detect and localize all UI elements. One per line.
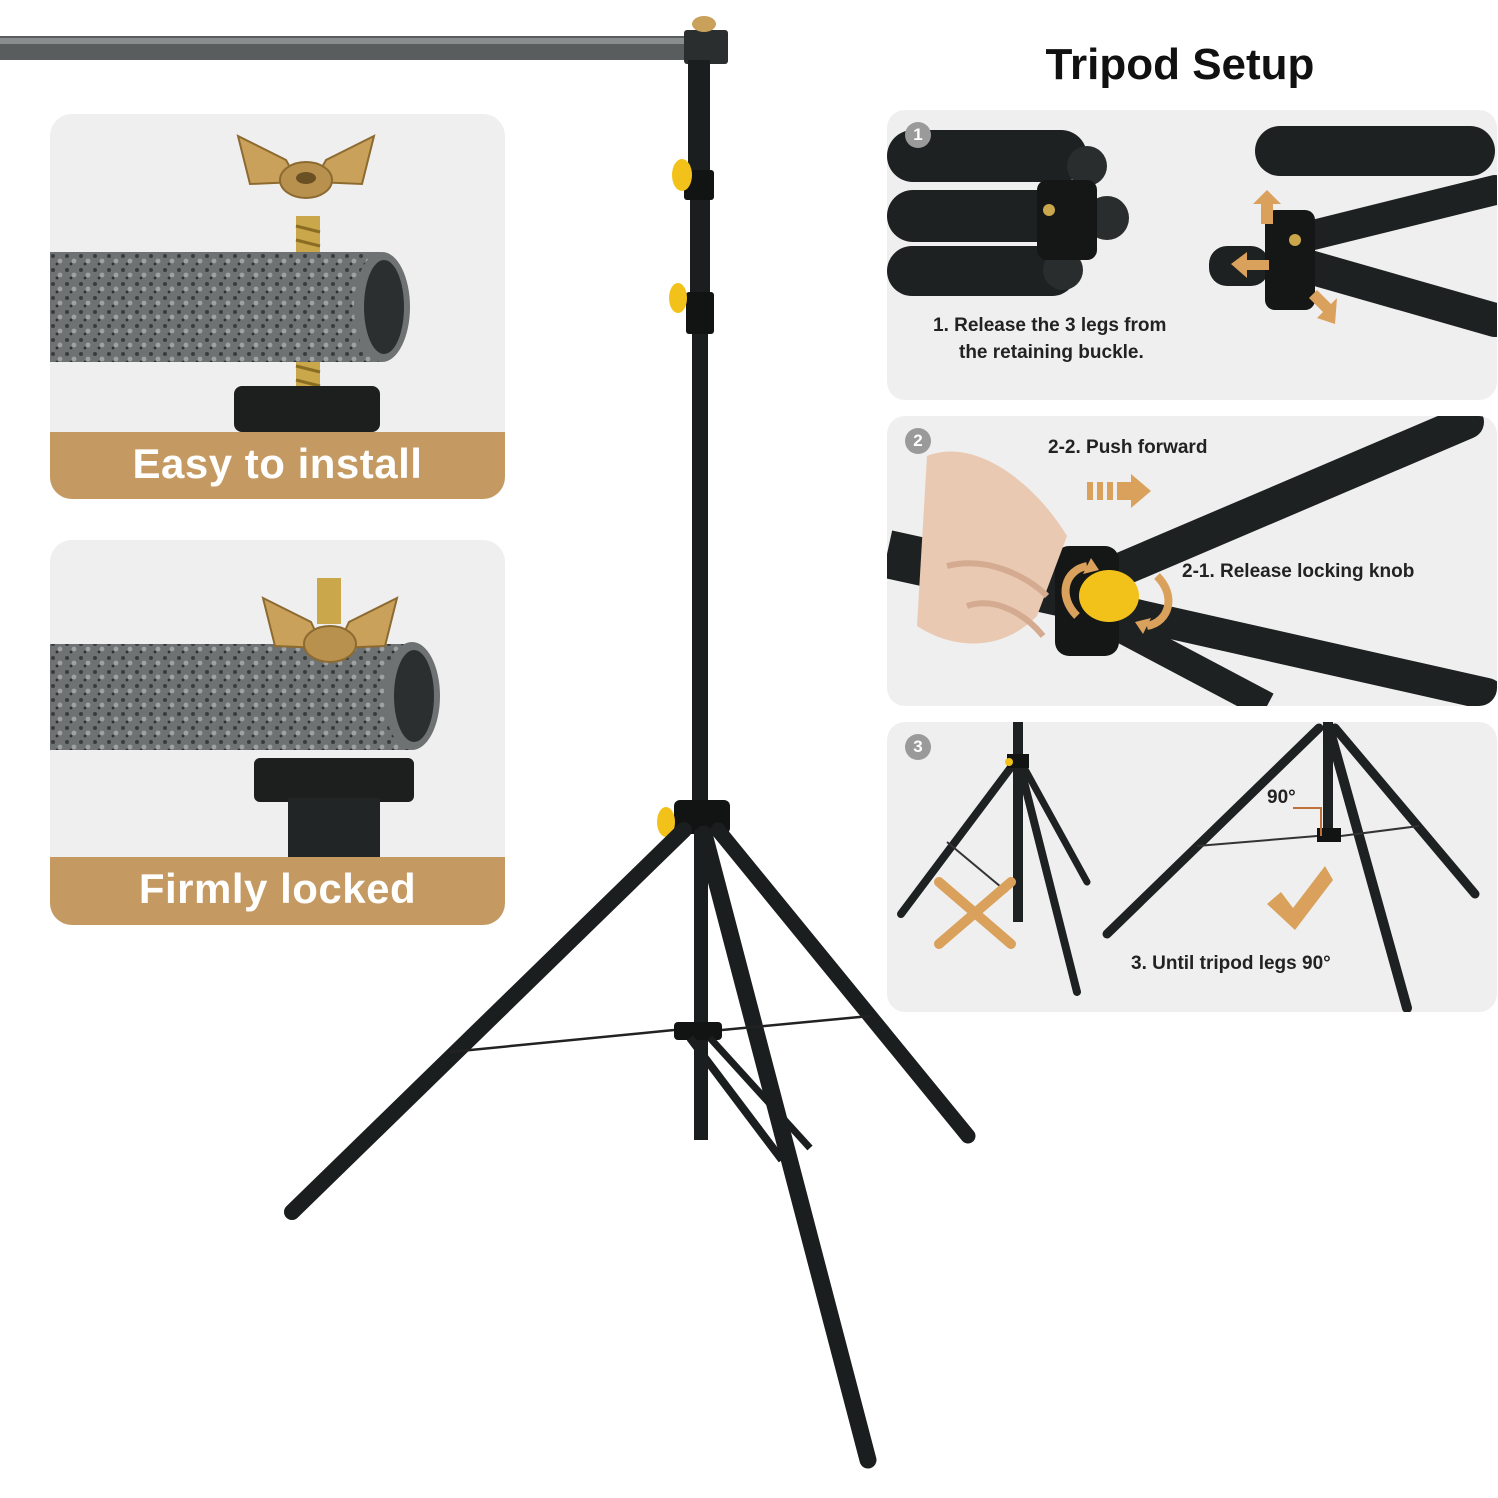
step-3-panel: 3 90° 3. Until tripod legs 90°	[887, 722, 1497, 1012]
base-plug-icon	[234, 386, 380, 432]
step-1-text-line1: 1. Release the 3 legs from	[933, 315, 1167, 336]
rotate-arrow-icon	[1061, 558, 1173, 634]
step-1-text-line2: the retaining buckle.	[959, 342, 1144, 363]
height-lock-knob-upper	[672, 159, 692, 191]
release-arrow-icon	[1231, 190, 1337, 324]
textured-tube-icon	[50, 642, 440, 750]
step-3-badge: 3	[905, 734, 931, 760]
correct-angle-tripod-illustration	[1102, 722, 1480, 1012]
wing-nut-icon	[236, 134, 376, 199]
firmly-locked-caption: Firmly locked	[50, 857, 505, 925]
cross-mark-icon	[934, 877, 1016, 949]
page-title: Tripod Setup	[1045, 40, 1315, 89]
step-2-panel: 2 2-2. Push forward 2-1. Release locking…	[887, 416, 1497, 706]
firmly-locked-panel: Firmly locked	[50, 540, 505, 925]
wrong-angle-tripod-illustration	[897, 722, 1091, 996]
step-1-panel: 1 1. Release the 3 legs from the retaini…	[887, 110, 1497, 400]
step-2-badge: 2	[905, 428, 931, 454]
right-angle-marker	[1293, 807, 1322, 836]
step-3-text: 3. Until tripod legs 90°	[1131, 953, 1331, 974]
released-legs-illustration	[1209, 126, 1497, 337]
check-mark-icon	[1267, 866, 1333, 930]
step-2-knob-text: 2-1. Release locking knob	[1182, 561, 1415, 582]
height-lock-knob-lower	[669, 283, 687, 313]
step-1-badge: 1	[905, 122, 931, 148]
crossbar	[0, 16, 728, 64]
base-plug-icon	[254, 758, 414, 868]
textured-tube-icon	[50, 252, 410, 362]
leg-lock-knob	[657, 807, 675, 837]
easy-install-panel: Easy to install	[50, 114, 505, 499]
backdrop-stand-illustration	[284, 60, 976, 1469]
push-arrow-icon	[1087, 474, 1151, 508]
step-2-push-text: 2-2. Push forward	[1048, 437, 1208, 458]
folded-legs-illustration	[887, 130, 1129, 296]
locking-knob	[1079, 570, 1139, 622]
step-3-angle-label: 90°	[1267, 787, 1296, 808]
easy-install-caption: Easy to install	[50, 432, 505, 499]
wing-nut-icon	[261, 578, 399, 663]
